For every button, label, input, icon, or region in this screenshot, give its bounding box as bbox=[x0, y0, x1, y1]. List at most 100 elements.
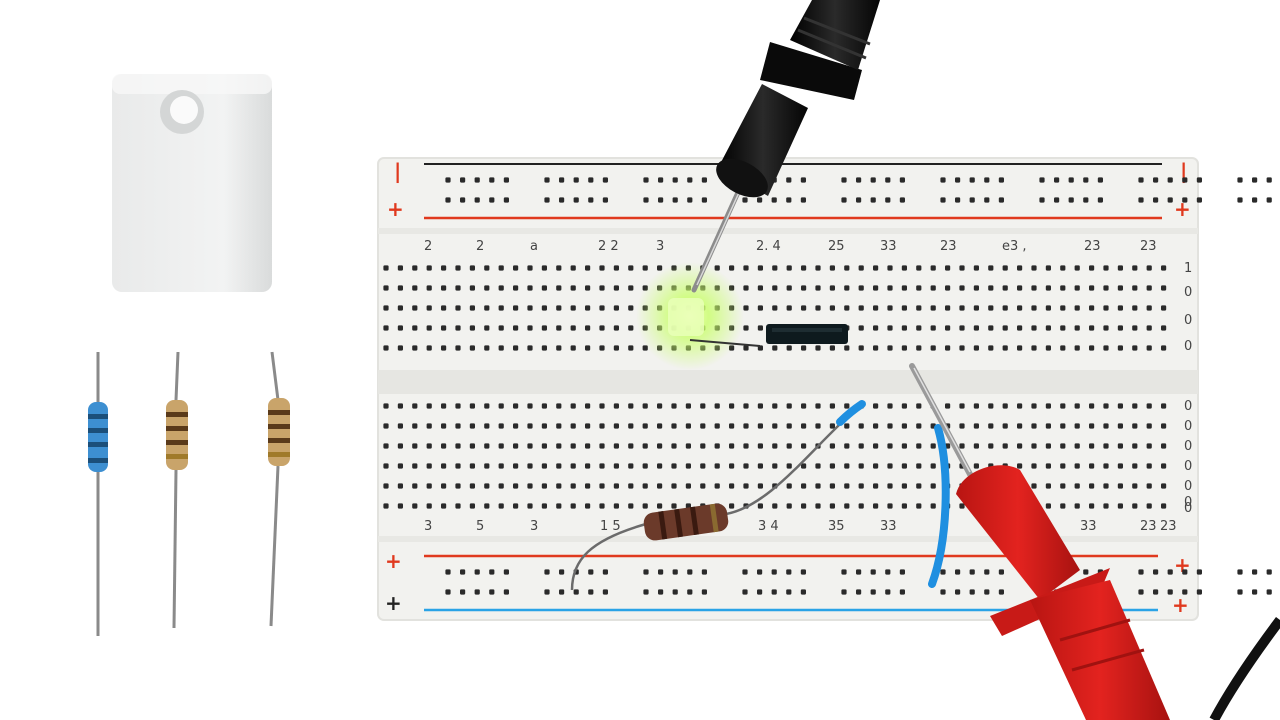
breadboard-hole bbox=[1167, 197, 1173, 203]
breadboard-hole bbox=[599, 403, 605, 409]
breadboard-hole bbox=[743, 423, 749, 429]
breadboard-hole bbox=[945, 325, 951, 331]
breadboard-hole bbox=[714, 463, 720, 469]
resistor-blue bbox=[88, 352, 108, 636]
breadboard-hole bbox=[984, 569, 990, 575]
breadboard-hole bbox=[1117, 503, 1123, 509]
breadboard-hole bbox=[687, 197, 693, 203]
breadboard-hole bbox=[701, 589, 707, 595]
resistor-tan-1 bbox=[166, 351, 188, 629]
breadboard-hole bbox=[613, 463, 619, 469]
breadboard-hole bbox=[498, 463, 504, 469]
breadboard-hole bbox=[484, 265, 490, 271]
breadboard-hole bbox=[714, 403, 720, 409]
breadboard-hole bbox=[969, 589, 975, 595]
breadboard-hole bbox=[844, 285, 850, 291]
breadboard-hole bbox=[643, 569, 649, 575]
breadboard-hole bbox=[556, 443, 562, 449]
breadboard-hole bbox=[901, 443, 907, 449]
breadboard-hole bbox=[873, 443, 879, 449]
breadboard-hole bbox=[1138, 197, 1144, 203]
breadboard-hole bbox=[657, 503, 663, 509]
column-label: 2 2 bbox=[598, 239, 619, 254]
breadboard-hole bbox=[383, 403, 389, 409]
breadboard-hole bbox=[772, 345, 778, 351]
breadboard-hole bbox=[544, 197, 550, 203]
breadboard-hole bbox=[916, 285, 922, 291]
breadboard-hole bbox=[1031, 483, 1037, 489]
breadboard-hole bbox=[1196, 197, 1202, 203]
breadboard-hole bbox=[570, 503, 576, 509]
breadboard-hole bbox=[498, 423, 504, 429]
breadboard-hole bbox=[1252, 589, 1258, 595]
breadboard-hole bbox=[657, 265, 663, 271]
breadboard-hole bbox=[887, 285, 893, 291]
breadboard-hole bbox=[856, 197, 862, 203]
breadboard-hole bbox=[700, 423, 706, 429]
breadboard-hole bbox=[1132, 403, 1138, 409]
breadboard-hole bbox=[628, 345, 634, 351]
column-label: 5 bbox=[476, 519, 484, 534]
breadboard-hole bbox=[916, 483, 922, 489]
breadboard-hole bbox=[786, 197, 792, 203]
led bbox=[636, 262, 761, 370]
breadboard-hole bbox=[671, 443, 677, 449]
breadboard-hole bbox=[460, 197, 466, 203]
breadboard-hole bbox=[1161, 443, 1167, 449]
breadboard-hole bbox=[1103, 443, 1109, 449]
breadboard-hole bbox=[527, 463, 533, 469]
breadboard-hole bbox=[945, 345, 951, 351]
breadboard-hole bbox=[1161, 325, 1167, 331]
breadboard-hole bbox=[940, 589, 946, 595]
breadboard-hole bbox=[513, 265, 519, 271]
breadboard-hole bbox=[1161, 503, 1167, 509]
breadboard-hole bbox=[841, 569, 847, 575]
breadboard-hole bbox=[887, 305, 893, 311]
breadboard-hole bbox=[412, 305, 418, 311]
breadboard-hole bbox=[513, 463, 519, 469]
breadboard-hole bbox=[570, 305, 576, 311]
breadboard-hole bbox=[460, 177, 466, 183]
breadboard-hole bbox=[642, 265, 648, 271]
breadboard-hole bbox=[1161, 463, 1167, 469]
breadboard-hole bbox=[930, 463, 936, 469]
breadboard-hole bbox=[899, 589, 905, 595]
breadboard-hole bbox=[700, 443, 706, 449]
breadboard-hole bbox=[685, 443, 691, 449]
breadboard-hole bbox=[556, 325, 562, 331]
breadboard-hole bbox=[613, 483, 619, 489]
breadboard-hole bbox=[1054, 197, 1060, 203]
breadboard-hole bbox=[426, 345, 432, 351]
breadboard-hole bbox=[484, 423, 490, 429]
breadboard-hole bbox=[887, 325, 893, 331]
breadboard-hole bbox=[412, 463, 418, 469]
row-label: 0 bbox=[1184, 495, 1192, 510]
breadboard-hole bbox=[613, 403, 619, 409]
breadboard-hole bbox=[1182, 197, 1188, 203]
breadboard-hole bbox=[1117, 463, 1123, 469]
breadboard-hole bbox=[1146, 285, 1152, 291]
breadboard-hole bbox=[771, 569, 777, 575]
breadboard-hole bbox=[1002, 403, 1008, 409]
breadboard-hole bbox=[901, 503, 907, 509]
breadboard-hole bbox=[1017, 305, 1023, 311]
breadboard-hole bbox=[700, 403, 706, 409]
breadboard-hole bbox=[445, 569, 451, 575]
breadboard-hole bbox=[1017, 463, 1023, 469]
breadboard-hole bbox=[1196, 177, 1202, 183]
breadboard-hole bbox=[455, 345, 461, 351]
breadboard-hole bbox=[513, 403, 519, 409]
breadboard-hole bbox=[628, 483, 634, 489]
breadboard-hole bbox=[1002, 423, 1008, 429]
breadboard-hole bbox=[1089, 325, 1095, 331]
breadboard-hole bbox=[858, 423, 864, 429]
breadboard-hole bbox=[959, 345, 965, 351]
rail-marker-top-left-minus: | bbox=[394, 159, 401, 183]
breadboard-hole bbox=[858, 265, 864, 271]
breadboard-hole bbox=[687, 177, 693, 183]
breadboard-hole bbox=[455, 403, 461, 409]
breadboard-hole bbox=[1060, 345, 1066, 351]
breadboard-hole bbox=[959, 285, 965, 291]
breadboard-hole bbox=[469, 403, 475, 409]
breadboard-hole bbox=[527, 403, 533, 409]
